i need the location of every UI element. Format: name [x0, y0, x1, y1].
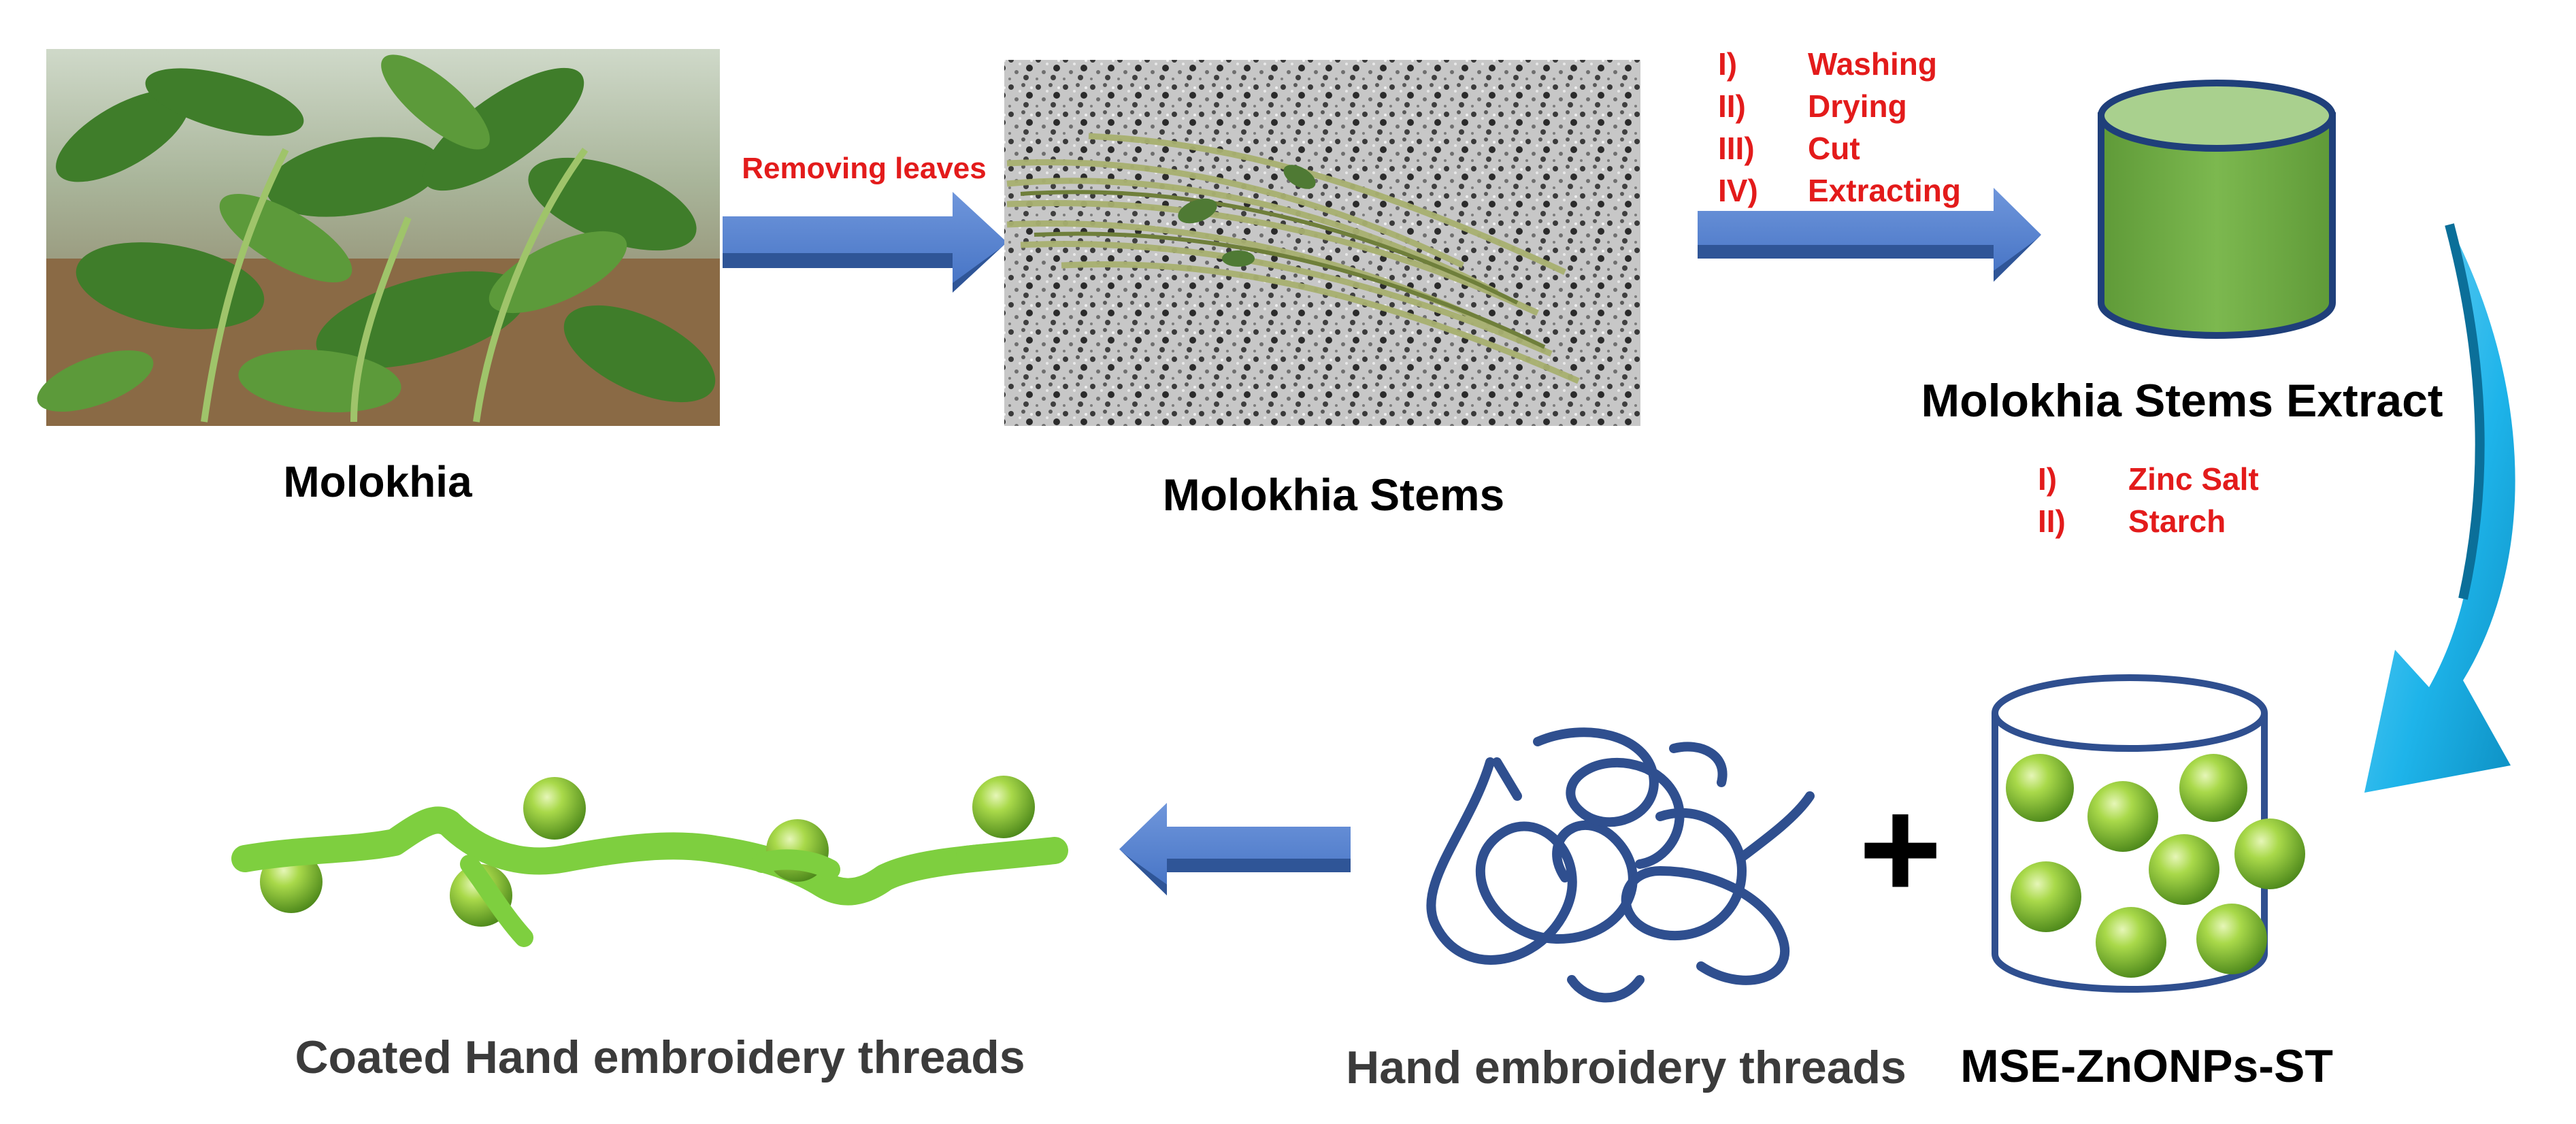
step-2-text: Drying	[1808, 88, 1907, 124]
step-2-1-text: Zinc Salt	[2128, 461, 2259, 497]
coated-thread	[231, 776, 1068, 947]
step-3-text: Cut	[1808, 131, 1860, 166]
coated-nanoparticle	[523, 777, 586, 840]
nanoparticle	[2149, 834, 2219, 905]
nanoparticle-beaker	[1992, 674, 2305, 993]
nanoparticle	[2006, 754, 2074, 822]
steps-2-list: I) Zinc Salt II) Starch	[2038, 461, 2259, 539]
arrow-removing-leaves	[723, 192, 1007, 293]
nanoparticle	[2087, 781, 2158, 852]
nanoparticle	[2011, 861, 2081, 932]
curved-arrow	[2364, 223, 2515, 793]
steps-1-list: I) Washing II) Drying III) Cut IV) Extra…	[1718, 46, 1961, 208]
extract-cylinder	[2098, 80, 2336, 339]
coated-label: Coated Hand embroidery threads	[295, 1031, 1025, 1083]
step-2-2-num: II)	[2038, 503, 2066, 539]
nanoparticle	[2096, 907, 2166, 978]
step-3-num: III)	[1718, 131, 1755, 166]
extract-label: Molokhia Stems Extract	[1921, 375, 2443, 427]
plus-sign: +	[1859, 769, 1943, 929]
step-2-num: II)	[1718, 88, 1746, 124]
step-4-num: IV)	[1718, 173, 1758, 208]
step-2-2-text: Starch	[2128, 503, 2226, 539]
tangled-thread	[1426, 727, 1815, 1003]
step-1-num: I)	[1718, 46, 1737, 82]
stems-photo	[1004, 60, 1640, 426]
coated-nanoparticle	[972, 776, 1035, 838]
nanoparticle	[2196, 904, 2267, 974]
threads-label: Hand embroidery threads	[1346, 1042, 1906, 1093]
molokhia-photo	[37, 49, 720, 426]
step-2-1-num: I)	[2038, 461, 2057, 497]
step-4-text: Extracting	[1808, 173, 1961, 208]
arrow-coating	[1119, 803, 1351, 895]
nanoparticle	[2179, 754, 2247, 822]
product-label: MSE-ZnONPs-ST	[1960, 1040, 2333, 1092]
molokhia-label: Molokhia	[283, 457, 472, 506]
arrow-process	[1698, 188, 2041, 282]
arrow-1-label: Removing leaves	[742, 152, 987, 185]
step-1-text: Washing	[1808, 46, 1937, 82]
nanoparticle	[2234, 819, 2305, 889]
stems-label: Molokhia Stems	[1163, 469, 1504, 520]
